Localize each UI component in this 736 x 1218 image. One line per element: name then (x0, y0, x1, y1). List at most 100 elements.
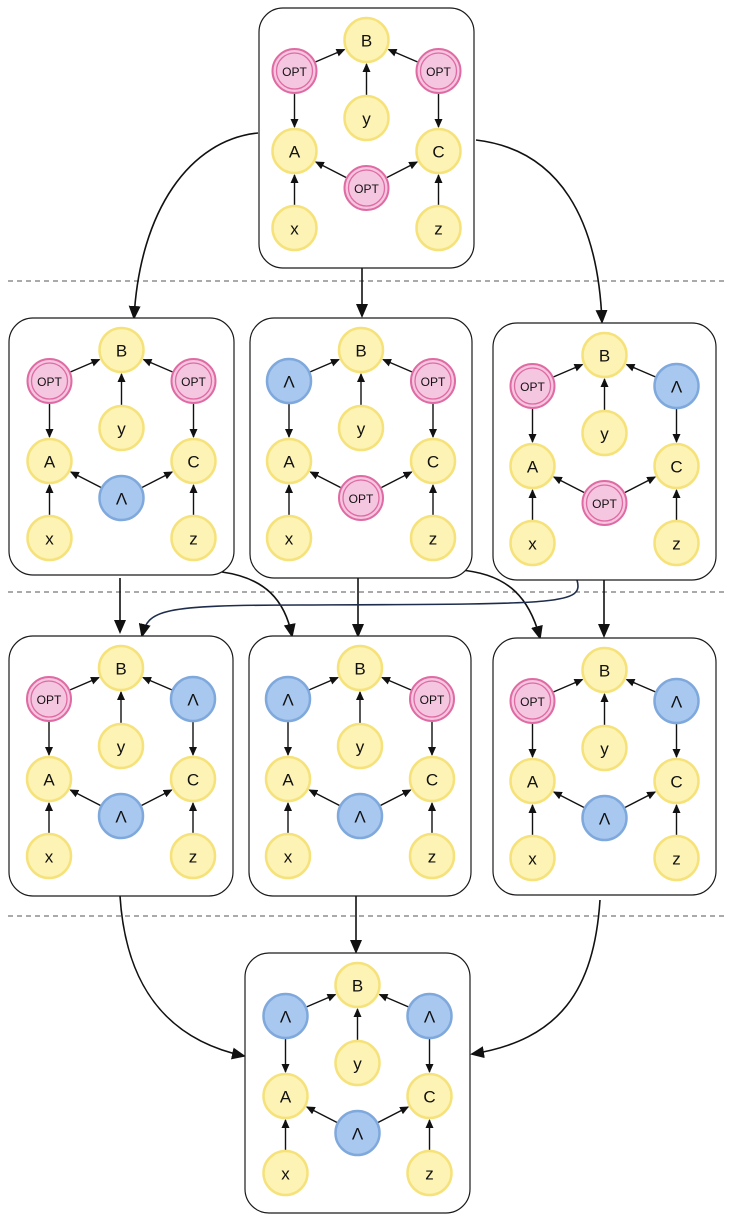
node-bc-lambda: Λ (653, 677, 700, 725)
node-ab-opt-label: OPT (282, 65, 307, 79)
node-z-label: z (189, 848, 198, 867)
node-x-label: x (284, 848, 293, 867)
node-bc-lambda: Λ (169, 675, 217, 723)
node-b: B (97, 644, 145, 692)
node-c-label: C (427, 453, 439, 472)
node-x-label: x (290, 220, 299, 239)
edge-bc-to-b (625, 363, 656, 378)
node-ac-lambda-label: Λ (352, 1125, 364, 1144)
node-ac-lambda: Λ (336, 792, 384, 840)
node-a: A (265, 437, 313, 485)
node-z-label: z (425, 1165, 434, 1184)
node-b: B (336, 644, 384, 692)
node-c: C (653, 442, 700, 490)
connector-top-to-r1-right (475, 139, 608, 324)
node-y-label: y (357, 420, 366, 439)
node-ac-lambda: Λ (98, 474, 145, 522)
edge-bc-to-b (387, 48, 418, 63)
node-ab-lambda: Λ (265, 357, 313, 405)
node-b-label: B (115, 660, 126, 679)
node-y-label: y (117, 420, 126, 439)
node-y: y (98, 404, 145, 452)
node-ab-opt: OPT (26, 676, 72, 722)
node-a-label: A (527, 773, 539, 792)
node-ab-opt-label: OPT (520, 380, 545, 394)
node-b-label: B (361, 32, 372, 51)
node-ac-lambda-label: Λ (115, 808, 127, 827)
node-a: A (271, 127, 318, 175)
node-ab-opt-label: OPT (37, 375, 62, 389)
edge-ab-to-b (308, 676, 339, 691)
node-x: x (509, 519, 556, 567)
node-b-label: B (355, 342, 366, 361)
node-bc-opt-label: OPT (421, 375, 446, 389)
node-a: A (262, 1072, 309, 1120)
node-c-label: C (670, 458, 682, 477)
edge-bc-to-b (381, 676, 412, 691)
node-b-label: B (116, 342, 127, 361)
panel-connectors (114, 132, 610, 1060)
node-c-label: C (432, 143, 444, 162)
edge-ac-to-c (624, 791, 657, 809)
node-a: A (25, 755, 73, 803)
node-c-label: C (670, 773, 682, 792)
connector-r1-left-to-r2-middle (221, 571, 296, 638)
node-b: B (337, 326, 385, 374)
node-b-label: B (352, 977, 363, 996)
node-x: x (271, 204, 318, 252)
node-ac-lambda-label: Λ (599, 810, 611, 829)
node-ab-opt: OPT (271, 48, 318, 94)
node-y-label: y (600, 740, 609, 759)
node-ac-lambda-label: Λ (116, 490, 128, 509)
node-x-label: x (45, 530, 54, 549)
node-y-label: y (117, 738, 126, 757)
node-ac-lambda: Λ (581, 794, 628, 842)
node-b: B (581, 646, 628, 694)
edge-ac-to-a (552, 791, 585, 809)
node-a-label: A (282, 771, 294, 790)
node-b-label: B (599, 347, 610, 366)
node-x: x (262, 1149, 309, 1197)
edge-ac-to-a (309, 471, 341, 489)
node-z: z (415, 204, 462, 252)
node-x: x (264, 832, 312, 880)
edge-ac-to-a (69, 789, 101, 807)
edge-bc-to-b (625, 678, 656, 693)
node-bc-opt-label: OPT (420, 693, 445, 707)
node-ab-lambda-label: Λ (283, 373, 295, 392)
node-z: z (409, 514, 457, 562)
node-b: B (343, 16, 390, 64)
node-ab-opt: OPT (509, 363, 556, 409)
edge-ab-to-b (553, 363, 584, 378)
node-z-label: z (429, 530, 438, 549)
node-b-label: B (354, 660, 365, 679)
node-c-label: C (187, 453, 199, 472)
node-y: y (343, 94, 390, 142)
node-ab-opt: OPT (509, 678, 556, 724)
edge-ac-to-c (386, 161, 419, 179)
connector-r2-right-to-bottom (470, 899, 601, 1059)
node-z-label: z (428, 848, 437, 867)
node-b-label: B (599, 662, 610, 681)
node-a-label: A (43, 771, 55, 790)
node-x-label: x (45, 848, 54, 867)
node-ac-opt: OPT (581, 480, 628, 526)
node-z: z (653, 834, 700, 882)
node-y: y (337, 404, 385, 452)
node-y: y (97, 722, 145, 770)
node-c-label: C (426, 771, 438, 790)
node-y: y (581, 724, 628, 772)
edge-ac-to-c (141, 471, 174, 489)
edge-ac-to-c (380, 789, 412, 807)
node-ab-lambda-label: Λ (280, 1008, 292, 1027)
edge-ac-to-c (141, 789, 173, 807)
edge-ab-to-b (306, 993, 337, 1008)
node-y-label: y (362, 110, 371, 129)
node-z-label: z (672, 850, 681, 869)
connector-top-to-r1-left (128, 132, 259, 320)
node-y-label: y (353, 1055, 362, 1074)
edge-bc-to-b (382, 358, 413, 373)
node-ac-lambda: Λ (334, 1109, 381, 1157)
